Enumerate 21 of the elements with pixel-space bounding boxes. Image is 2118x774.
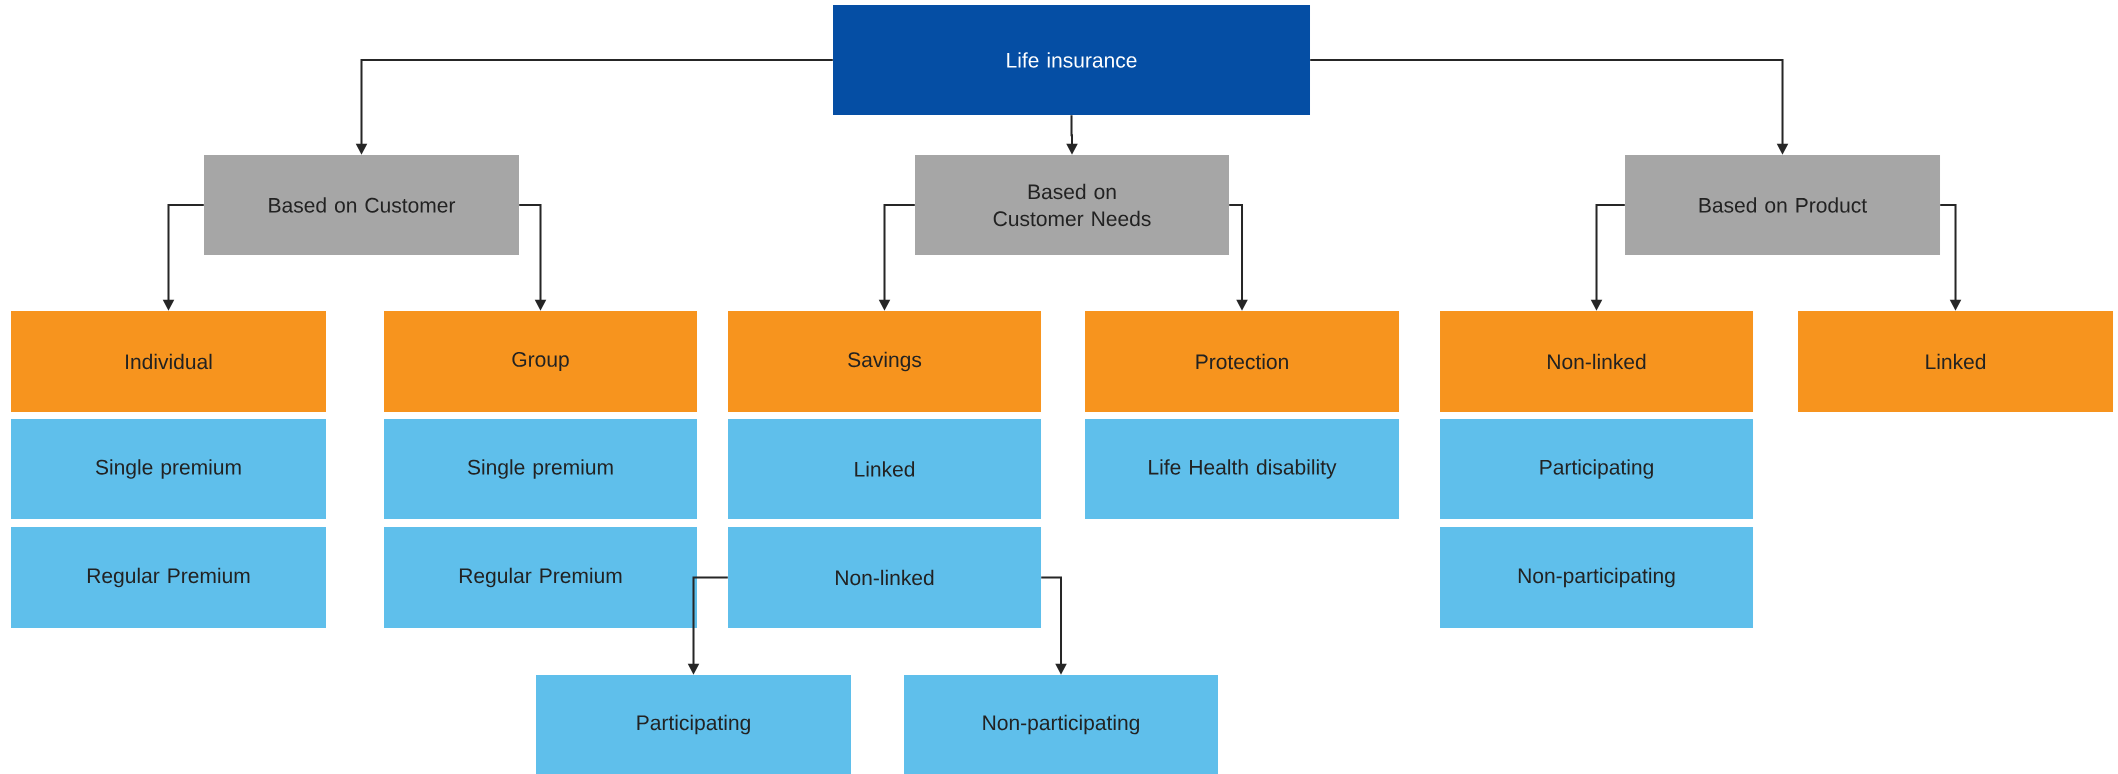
subtype-box: Non-linked [728,527,1041,628]
subtype-box: Life Health disability [1085,419,1399,519]
subtype-box: Regular Premium [384,527,697,628]
subtype-box: Single premium [11,419,326,519]
subtype-box: Non-participating [904,675,1218,774]
subtype-box: Non-participating [1440,527,1753,628]
type-box: Linked [1798,311,2113,412]
type-box: Group [384,311,697,412]
type-box: Individual [11,311,326,412]
subtype-box: Participating [536,675,851,774]
subtype-box: Participating [1440,419,1753,519]
category-box: Based on Product [1625,155,1940,255]
subtype-box: Regular Premium [11,527,326,628]
subtype-box: Single premium [384,419,697,519]
type-box: Savings [728,311,1041,412]
type-box: Protection [1085,311,1399,412]
category-box: Based on Customer [204,155,519,255]
category-box: Based on Customer Needs [915,155,1229,255]
subtype-box: Linked [728,419,1041,519]
root-box: Life insurance [833,5,1310,115]
type-box: Non-linked [1440,311,1753,412]
